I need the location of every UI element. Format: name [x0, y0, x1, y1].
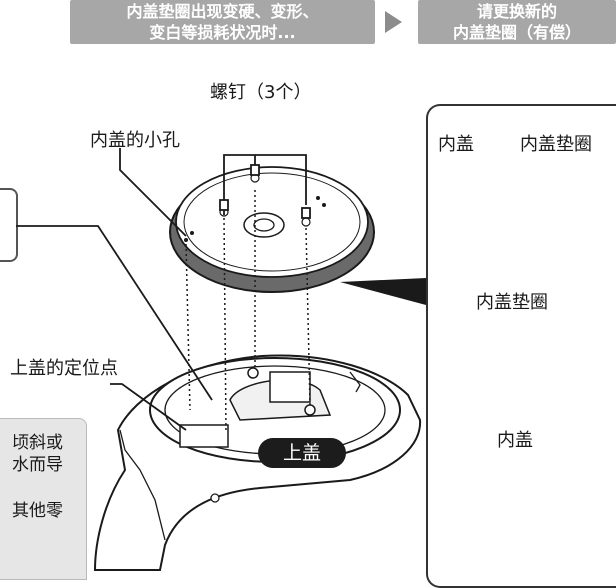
banner-condition-line2: 变白等损耗状况时...	[149, 23, 296, 42]
panel-inner-lid-label: 内盖	[438, 134, 474, 155]
banner-condition-line1: 内盖垫圈出现变硬、变形、	[126, 2, 319, 21]
detail-panel	[426, 104, 616, 588]
arrow-right-icon	[385, 11, 402, 33]
note-line-1: 顷斜或	[12, 433, 63, 453]
banner-action-line1: 请更换新的	[476, 2, 557, 21]
screw-leader-lines	[219, 154, 311, 219]
label-leader-lines	[16, 148, 213, 431]
callout-box	[0, 188, 18, 262]
inner-lid-illustration	[169, 166, 375, 293]
instruction-banner-condition: 内盖垫圈出现变硬、变形、 变白等损耗状况时...	[70, 0, 375, 44]
panel-inner-lid-gasket-label: 内盖垫圈	[520, 134, 592, 155]
magnify-wedge	[340, 278, 426, 305]
note-line-3: 其他零	[12, 501, 63, 521]
small-hole-label: 内盖的小孔	[90, 130, 180, 151]
note-line-2: 水而导	[12, 455, 63, 475]
alignment-dotted-lines	[185, 190, 311, 431]
instruction-banner-action: 请更换新的 内盖垫圈（有偿）	[418, 0, 616, 44]
gasket-title: 内盖垫圈	[476, 292, 548, 313]
positioning-point-label: 上盖的定位点	[10, 358, 118, 379]
banner-action-line2: 内盖垫圈（有偿）	[452, 23, 581, 42]
upper-lid-badge: 上盖	[258, 438, 346, 468]
screws-label: 螺钉（3个）	[210, 82, 312, 103]
upper-lid-illustration	[93, 354, 422, 571]
lid-title: 内盖	[497, 430, 533, 451]
note-box: 顷斜或 水而导 其他零	[0, 418, 87, 580]
